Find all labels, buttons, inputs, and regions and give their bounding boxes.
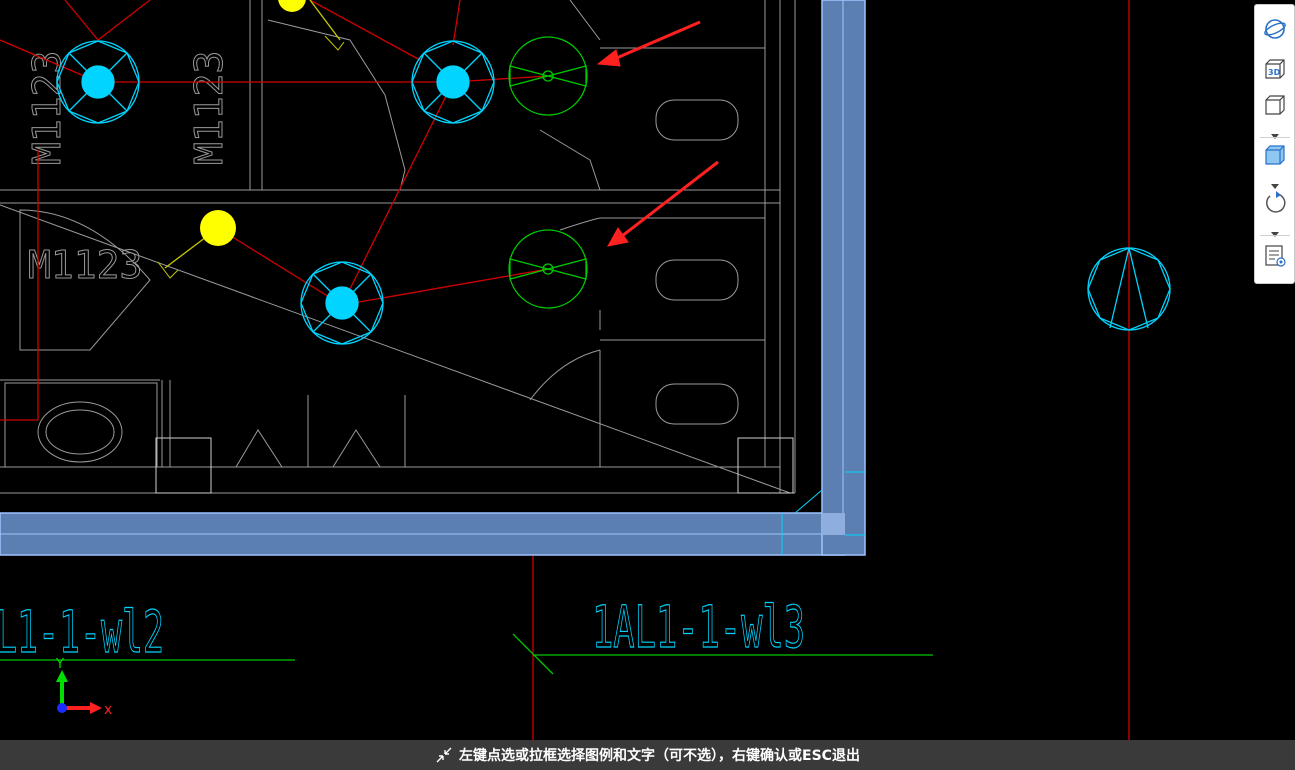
lamp-2 — [411, 40, 495, 124]
shaded-view-button[interactable] — [1261, 141, 1289, 169]
3d-view-icon: 3D — [1265, 59, 1285, 79]
rotate-dropdown[interactable] — [1269, 223, 1281, 237]
properties-button[interactable] — [1261, 242, 1289, 270]
shaded-view-dropdown[interactable] — [1269, 175, 1281, 189]
rotate-icon — [1266, 191, 1286, 213]
orbit-button[interactable] — [1261, 15, 1289, 43]
exhaust-fans — [508, 36, 588, 309]
room-labels: M1123 M1123 M1123 — [25, 50, 232, 287]
chevron-down-icon — [1271, 134, 1279, 139]
circuit-annotations: L1-1-wl2 1AL1-1-wl3 — [0, 592, 933, 675]
toolbar-separator — [1260, 137, 1290, 138]
axis-label-y: Y — [55, 657, 64, 672]
room-label-2: M1123 — [187, 51, 231, 165]
yellow-switches — [157, 0, 345, 279]
room-partitions — [0, 0, 796, 494]
circuit-label-right: 1AL1-1-wl3 — [592, 593, 805, 661]
axis-label-x: x — [104, 702, 112, 718]
box-view-dropdown[interactable] — [1269, 125, 1281, 139]
ucs-axis-icon: Y x — [55, 657, 112, 718]
toolbar-separator — [1260, 235, 1290, 236]
shaded-view-icon — [1265, 145, 1285, 165]
circuit-label-left: L1-1-wl2 — [0, 598, 164, 666]
chevron-down-icon — [1271, 184, 1279, 189]
command-hint-text: 左键点选或拉框选择图例和文字（可不选），右键确认或ESC退出 — [459, 748, 860, 764]
chevron-down-icon — [1271, 232, 1279, 237]
view-toolbar: 3D — [1254, 4, 1295, 284]
orbit-icon — [1264, 19, 1286, 39]
rotate-button[interactable] — [1261, 189, 1289, 217]
box-view-button[interactable] — [1261, 91, 1289, 119]
box-view-icon — [1265, 95, 1285, 115]
ceiling-lamps — [56, 40, 1171, 345]
3d-view-button[interactable]: 3D — [1261, 55, 1289, 83]
command-prompt-bar: 左键点选或拉框选择图例和文字（可不选），右键确认或ESC退出 — [0, 740, 1295, 770]
fan-1 — [508, 36, 588, 116]
exterior-walls — [0, 0, 866, 556]
svg-text:3D: 3D — [1268, 68, 1281, 77]
distribution-box-symbol — [1087, 247, 1171, 331]
fan-2 — [508, 229, 588, 309]
cad-drawing-canvas[interactable]: M1123 M1123 M1123 — [0, 0, 1295, 740]
properties-icon — [1265, 245, 1286, 267]
room-label-3: M1123 — [28, 243, 142, 287]
annotation-arrows — [596, 20, 719, 247]
lamp-3 — [300, 261, 384, 345]
shrink-arrows-icon — [436, 747, 452, 763]
lamp-1 — [56, 40, 140, 124]
